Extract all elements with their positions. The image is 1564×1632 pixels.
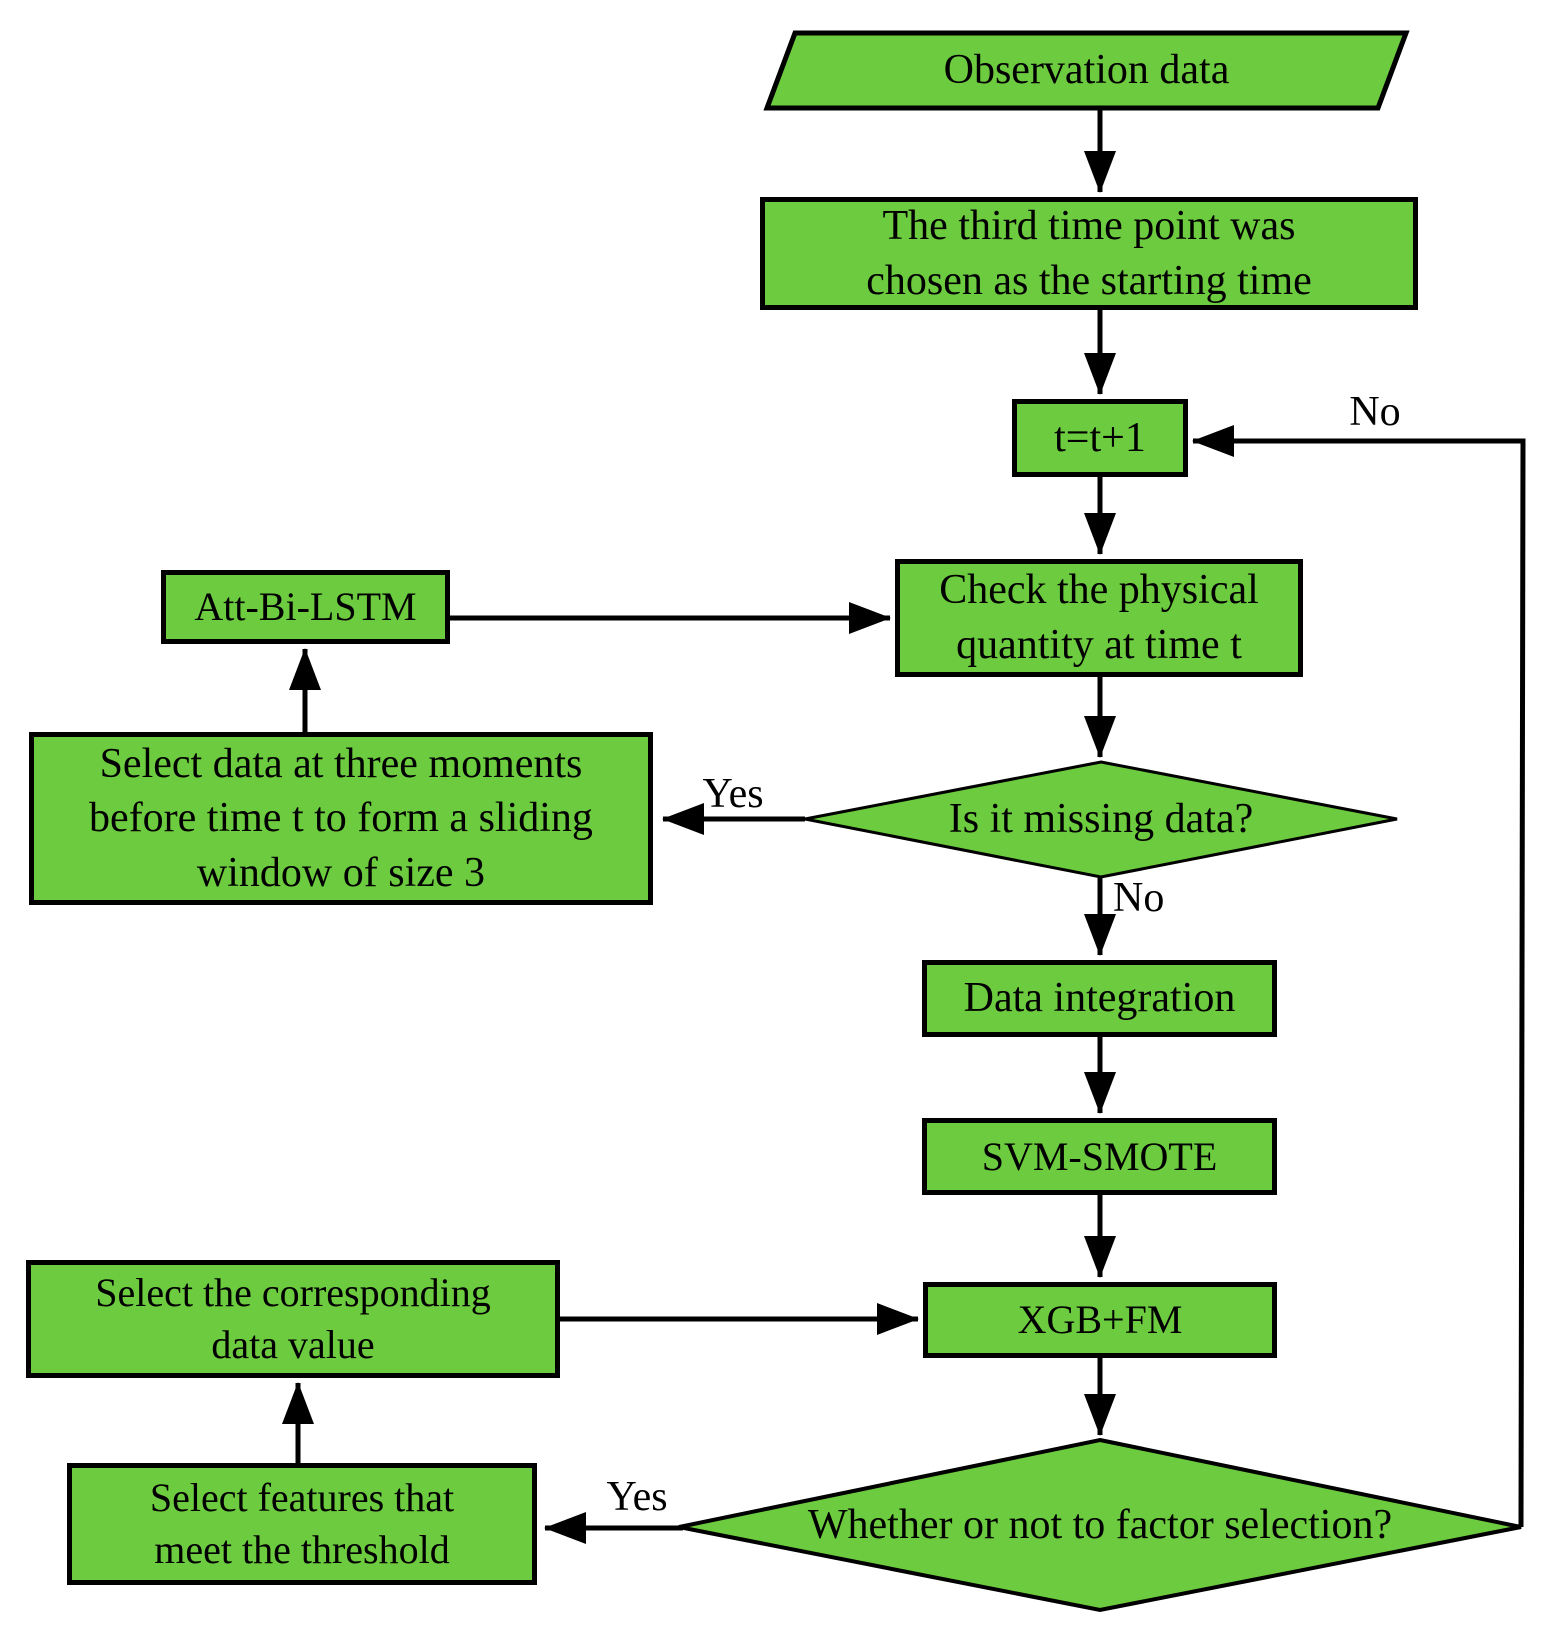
- edge-label-yes-missing-data: Yes: [702, 770, 764, 817]
- edge-factor-selection-no-loop-to-increment-t: [1192, 425, 1526, 1528]
- node-select-value: Select the corresponding data value: [26, 1260, 560, 1378]
- edge-label-yes-factor-selection: Yes: [606, 1473, 668, 1520]
- node-data-integration: Data integration: [922, 960, 1277, 1037]
- node-select-features: Select features that meet the threshold: [67, 1463, 537, 1585]
- node-att-bi-lstm: Att-Bi-LSTM: [161, 570, 450, 644]
- node-shape-observation-data-parallelogram: [763, 30, 1410, 111]
- node-svm-smote: SVM-SMOTE: [922, 1118, 1277, 1195]
- node-starting-time: The third time point was chosen as the s…: [760, 197, 1418, 310]
- node-increment-t: t=t+1: [1012, 399, 1188, 477]
- node-xgb-fm: XGB+FM: [923, 1282, 1277, 1358]
- node-check-quantity: Check the physical quantity at time t: [895, 559, 1303, 677]
- node-shape-factor-selection-diamond: [678, 1437, 1522, 1613]
- node-sliding-window: Select data at three moments before time…: [29, 732, 653, 905]
- edge-label-no-missing-data: No: [1113, 874, 1165, 921]
- edge-label-no-loop: No: [1349, 388, 1401, 435]
- node-shape-missing-data-diamond: [804, 760, 1398, 879]
